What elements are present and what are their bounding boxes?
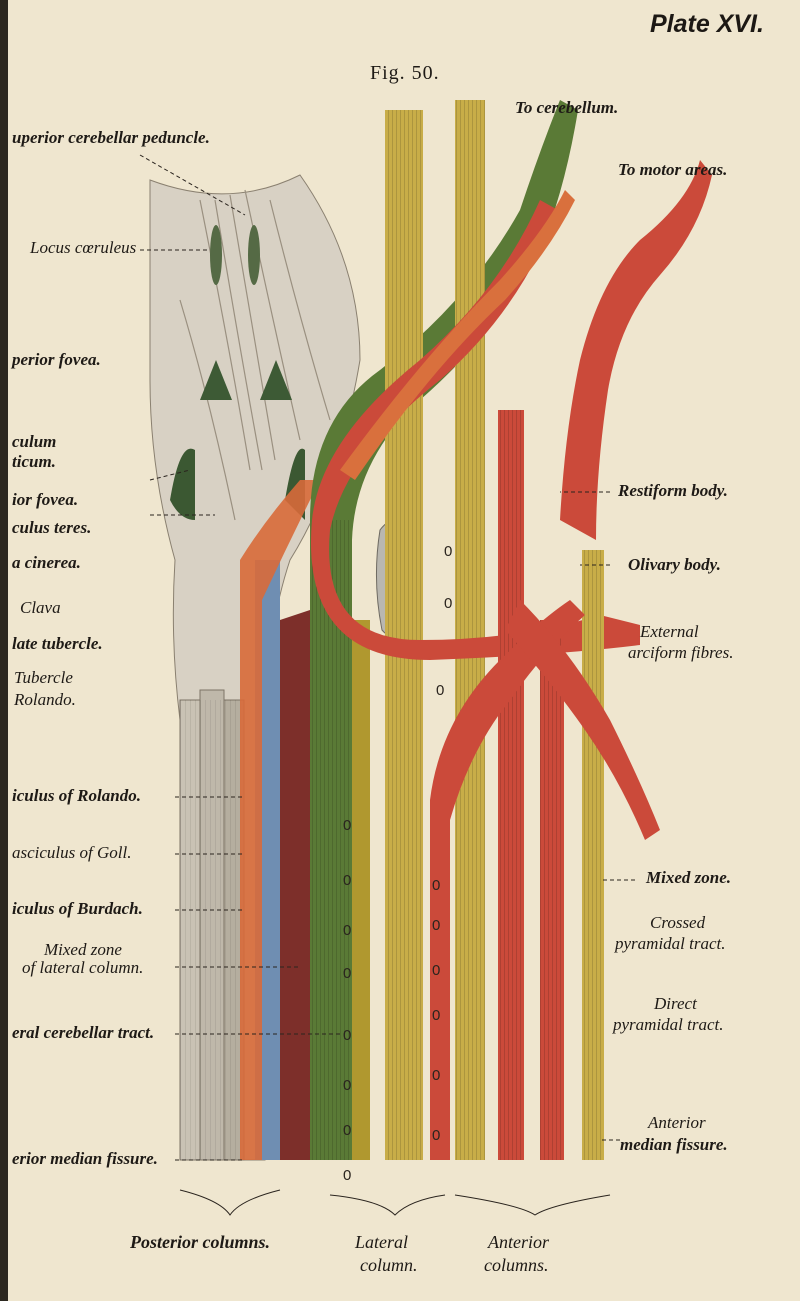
svg-text:0: 0 [343, 1027, 351, 1044]
red-motor-tract [560, 160, 712, 540]
figure-label: Fig. 50. [370, 62, 440, 84]
label-olivary-body: Olivary body. [628, 555, 721, 574]
brace-anterior [454, 1194, 611, 1216]
superior-fovea-mark-left [200, 360, 232, 400]
svg-text:0: 0 [343, 1167, 351, 1184]
label-superior-fovea: perior fovea. [12, 350, 101, 369]
label-cuneate-tubercle: late tubercle. [12, 634, 103, 653]
brace-posterior [179, 1189, 281, 1216]
label-lateral: Lateral [355, 1232, 409, 1252]
label-arciform-fibres: arciform fibres. [628, 643, 734, 662]
locus-coeruleus-right [248, 225, 260, 285]
label-column: column. [360, 1255, 418, 1275]
label-to-cerebellum: To cerebellum. [515, 98, 619, 117]
dorsal-fiber-lines [179, 189, 331, 521]
page-edge [0, 0, 8, 1301]
label-direct: Direct [654, 994, 697, 1013]
label-crossed: Crossed [650, 913, 706, 932]
label-anterior-median-fissure: median fissure. [620, 1135, 728, 1154]
label-posterior-columns: Posterior columns. [130, 1232, 271, 1252]
svg-text:0: 0 [343, 922, 351, 939]
svg-text:0: 0 [436, 682, 444, 699]
svg-text:0: 0 [432, 1067, 440, 1084]
orange-restiform-left [240, 480, 320, 1160]
label-culum: culum [12, 432, 57, 451]
ala-cinerea-left [170, 448, 195, 520]
label-fasciculus-burdach: iculus of Burdach. [12, 899, 143, 918]
label-mixed-zone-lateral: Mixed zone [44, 940, 122, 959]
svg-text:0: 0 [432, 877, 440, 894]
decussation-left [430, 600, 585, 1160]
label-to-motor-areas: To motor areas. [618, 160, 728, 179]
label-anterior-cols: Anterior [488, 1232, 549, 1252]
label-inferior-fovea: ior fovea. [12, 490, 79, 509]
svg-text:0: 0 [444, 543, 452, 560]
leader-lines [139, 154, 635, 1161]
label-funiculus-teres: culus teres. [12, 518, 92, 537]
svg-text:0: 0 [432, 1007, 440, 1024]
label-mixed-zone: Mixed zone. [646, 868, 731, 887]
svg-text:0: 0 [343, 1077, 351, 1094]
svg-text:0: 0 [432, 962, 440, 979]
svg-text:0: 0 [343, 872, 351, 889]
label-funiculus-rolando: iculus of Rolando. [12, 786, 141, 805]
ochre-lateral-tract [352, 620, 370, 1160]
svg-text:0: 0 [343, 965, 351, 982]
locus-coeruleus-left [210, 225, 222, 285]
orange-upper-fibres [340, 190, 575, 480]
label-tubercle: Tubercle [14, 668, 73, 687]
label-fasciculus-goll: asciculus of Goll. [12, 843, 132, 862]
label-columns: columns. [484, 1255, 549, 1275]
decussation-right [505, 600, 660, 840]
superior-fovea-mark-right [260, 360, 292, 400]
label-ticum: ticum. [12, 452, 56, 471]
label-ala-cinerea: a cinerea. [12, 553, 81, 572]
svg-text:0: 0 [432, 917, 440, 934]
svg-text:0: 0 [444, 595, 452, 612]
brace-lateral [329, 1194, 446, 1216]
label-posterior-median-fissure: erior median fissure. [12, 1149, 158, 1168]
svg-text:0: 0 [343, 817, 351, 834]
label-lateral-cerebellar-tract: eral cerebellar tract. [12, 1023, 155, 1042]
label-superior-cerebellar-peduncle: uperior cerebellar peduncle. [12, 128, 210, 147]
maroon-tract [280, 610, 310, 1160]
label-direct-pyramidal-tract: pyramidal tract. [613, 1015, 724, 1034]
plate-title: Plate XVI. [650, 10, 764, 38]
label-external: External [640, 622, 699, 641]
label-crossed-pyramidal-tract: pyramidal tract. [615, 934, 726, 953]
svg-text:0: 0 [343, 1122, 351, 1139]
label-of-lateral-column: of lateral column. [22, 958, 144, 977]
label-rolando: Rolando. [14, 690, 76, 709]
label-locus-coeruleus: Locus cœruleus [30, 238, 137, 257]
svg-text:0: 0 [432, 1127, 440, 1144]
label-restiform-body: Restiform body. [618, 481, 728, 500]
label-anterior: Anterior [648, 1113, 706, 1132]
lateral-column-markings: 0 0 0 0 0 0 0 0 0 0 0 0 0 0 0 0 0 [343, 543, 452, 1184]
label-clava: Clava [20, 598, 61, 617]
